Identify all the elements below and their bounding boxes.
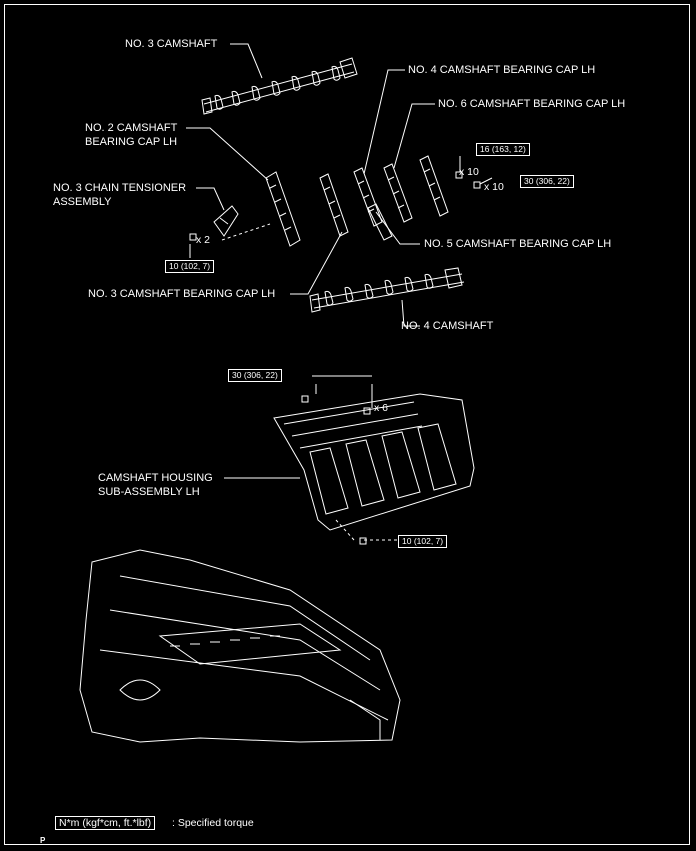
no4-camshaft-part (309, 267, 465, 313)
diagram-frame (4, 4, 690, 845)
torque-box-10-tensioner: 10 (102, 7) (165, 260, 215, 273)
label-housing-line1: CAMSHAFT HOUSING (98, 472, 213, 484)
label-housing-line2: SUB-ASSEMBLY LH (98, 486, 200, 498)
camshaft-housing-part (273, 393, 475, 531)
label-no4-bearing-cap: NO. 4 CAMSHAFT BEARING CAP LH (408, 64, 596, 76)
label-chain-tensioner-line2: ASSEMBLY (53, 196, 112, 208)
bearing-caps (265, 155, 449, 247)
leader-lines (186, 43, 493, 541)
label-no6-bearing-cap: NO. 6 CAMSHAFT BEARING CAP LH (438, 98, 626, 110)
label-no2-bearing-cap-line2: BEARING CAP LH (85, 136, 178, 148)
multiplier-x10-b: x 10 (484, 181, 504, 193)
label-no3-bearing-cap: NO. 3 CAMSHAFT BEARING CAP LH (88, 288, 276, 300)
torque-box-30-housing: 30 (306, 22) (228, 369, 282, 382)
label-no4-camshaft: NO. 4 CAMSHAFT (401, 320, 494, 332)
torque-box-30-caps: 30 (306, 22) (520, 175, 574, 188)
bolts (189, 171, 481, 545)
legend-unit-box: N*m (kgf*cm, ft.*lbf) (55, 816, 156, 830)
multiplier-x2: x 2 (196, 234, 211, 246)
multiplier-x6: x 6 (374, 402, 389, 414)
page-mark: P (40, 836, 46, 845)
label-no3-camshaft: NO. 3 CAMSHAFT (125, 38, 218, 50)
label-chain-tensioner-line1: NO. 3 CHAIN TENSIONER (53, 182, 187, 194)
legend-text: : Specified torque (172, 817, 254, 829)
engine-block-part (79, 549, 401, 743)
label-no5-bearing-cap: NO. 5 CAMSHAFT BEARING CAP LH (424, 238, 612, 250)
multiplier-x10-a: x 10 (459, 166, 479, 178)
torque-box-10-housing: 10 (102, 7) (398, 535, 448, 548)
label-no2-bearing-cap-line1: NO. 2 CAMSHAFT (85, 122, 178, 134)
torque-box-16: 16 (163, 12) (476, 143, 530, 156)
chain-tensioner-part (213, 205, 239, 237)
no3-camshaft-part (201, 57, 358, 115)
